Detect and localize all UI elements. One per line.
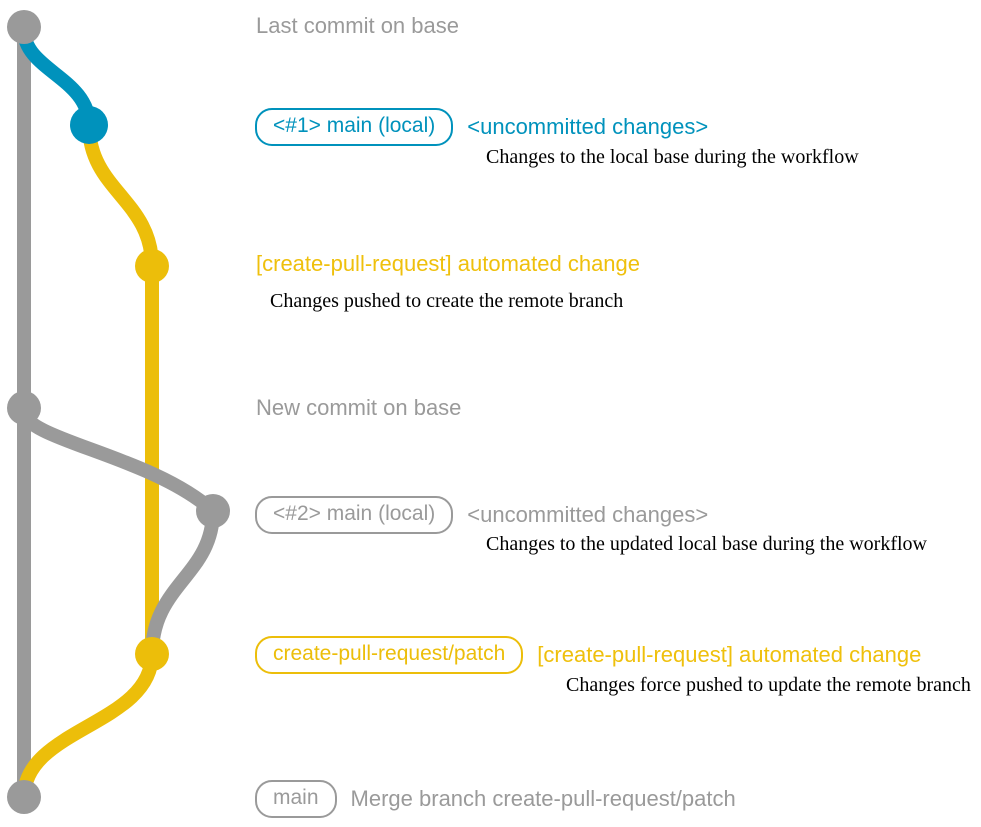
commit-subject-local-1: <uncommitted changes> <box>467 113 709 139</box>
row-local-change-1: <#1> main (local) <uncommitted changes> <box>255 108 708 146</box>
commit-subject-automated-1: [create-pull-request] automated change <box>256 251 641 276</box>
commit-note-local-2: Changes to the updated local base during… <box>486 533 927 555</box>
commit-subject-merge: Merge branch create-pull-request/patch <box>350 785 736 811</box>
commit-node-last-commit-on-base[interactable] <box>7 10 41 44</box>
branch-pill-local-1[interactable]: <#1> main (local) <box>255 108 454 146</box>
commit-node-local-change-2[interactable] <box>196 494 230 528</box>
commit-note-automated-1: Changes pushed to create the remote bran… <box>270 290 624 312</box>
row-automated-change-1: [create-pull-request] automated change <box>256 251 641 276</box>
row-local-change-2: <#2> main (local) <uncommitted changes> <box>255 496 708 534</box>
commit-note-automated-2: Changes force pushed to update the remot… <box>566 674 971 696</box>
branch-pill-local-2[interactable]: <#2> main (local) <box>255 496 454 534</box>
row-merge-commit: main Merge branch create-pull-request/pa… <box>255 780 736 818</box>
commit-node-new-commit-on-base[interactable] <box>7 391 41 425</box>
commit-node-merge-commit[interactable] <box>7 780 41 814</box>
commit-node-automated-change-2[interactable] <box>135 637 169 671</box>
patch-branch-edge-1 <box>82 118 159 273</box>
commit-subject-automated-2: [create-pull-request] automated change <box>537 641 922 667</box>
commit-node-automated-change-1[interactable] <box>135 249 169 283</box>
heading-new-commit-on-base: New commit on base <box>256 395 462 420</box>
local-branch-edge-2 <box>17 404 220 518</box>
branch-pill-patch[interactable]: create-pull-request/patch <box>255 636 524 674</box>
commit-node-local-change-1[interactable] <box>70 106 108 144</box>
branch-pill-main[interactable]: main <box>255 780 337 818</box>
row-automated-change-2: create-pull-request/patch [create-pull-r… <box>255 636 921 674</box>
heading-last-commit-on-base: Last commit on base <box>256 13 459 38</box>
commit-note-local-1: Changes to the local base during the wor… <box>486 146 859 168</box>
patch-merge-edge <box>17 647 159 804</box>
local-to-patch-edge <box>145 504 220 661</box>
commit-subject-local-2: <uncommitted changes> <box>467 501 709 527</box>
